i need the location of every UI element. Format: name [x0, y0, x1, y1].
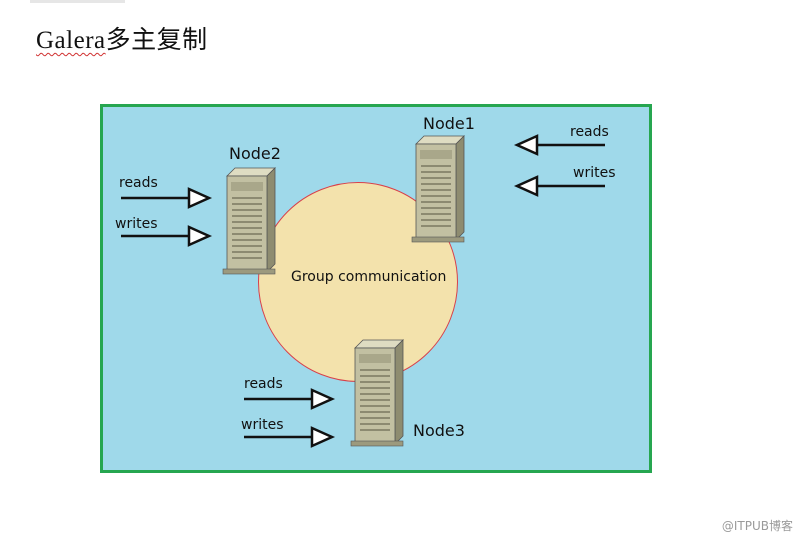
node3-writes-label: writes	[241, 417, 284, 433]
node3-server-icon	[350, 339, 404, 447]
node1-reads-arrow-icon	[513, 134, 605, 156]
node3-reads-arrow-icon	[244, 388, 336, 410]
replication-diagram: Group communication Node1 reads writes	[100, 104, 652, 473]
node3-label: Node3	[413, 421, 465, 440]
title-cjk: 多主复制	[105, 27, 208, 54]
node1-reads-label: reads	[570, 124, 609, 140]
node3-writes-arrow-icon	[244, 426, 336, 448]
node1-server-icon	[411, 135, 465, 243]
node2-server-icon	[222, 167, 276, 275]
node3-reads-label: reads	[244, 376, 283, 392]
node2-label: Node2	[229, 144, 281, 163]
node2-reads-label: reads	[119, 175, 158, 191]
ring-label: Group communication	[291, 269, 447, 285]
node2-writes-arrow-icon	[121, 225, 213, 247]
title-latin: Galera	[36, 27, 106, 54]
node2-reads-arrow-icon	[121, 187, 213, 209]
page-title: Galera多主复制	[36, 20, 208, 56]
node2-writes-label: writes	[115, 216, 158, 232]
node1-label: Node1	[423, 114, 475, 133]
node1-writes-label: writes	[573, 165, 616, 181]
watermark: @ITPUB博客	[721, 519, 793, 533]
top-edge-mark	[30, 0, 125, 3]
node1-writes-arrow-icon	[513, 175, 605, 197]
